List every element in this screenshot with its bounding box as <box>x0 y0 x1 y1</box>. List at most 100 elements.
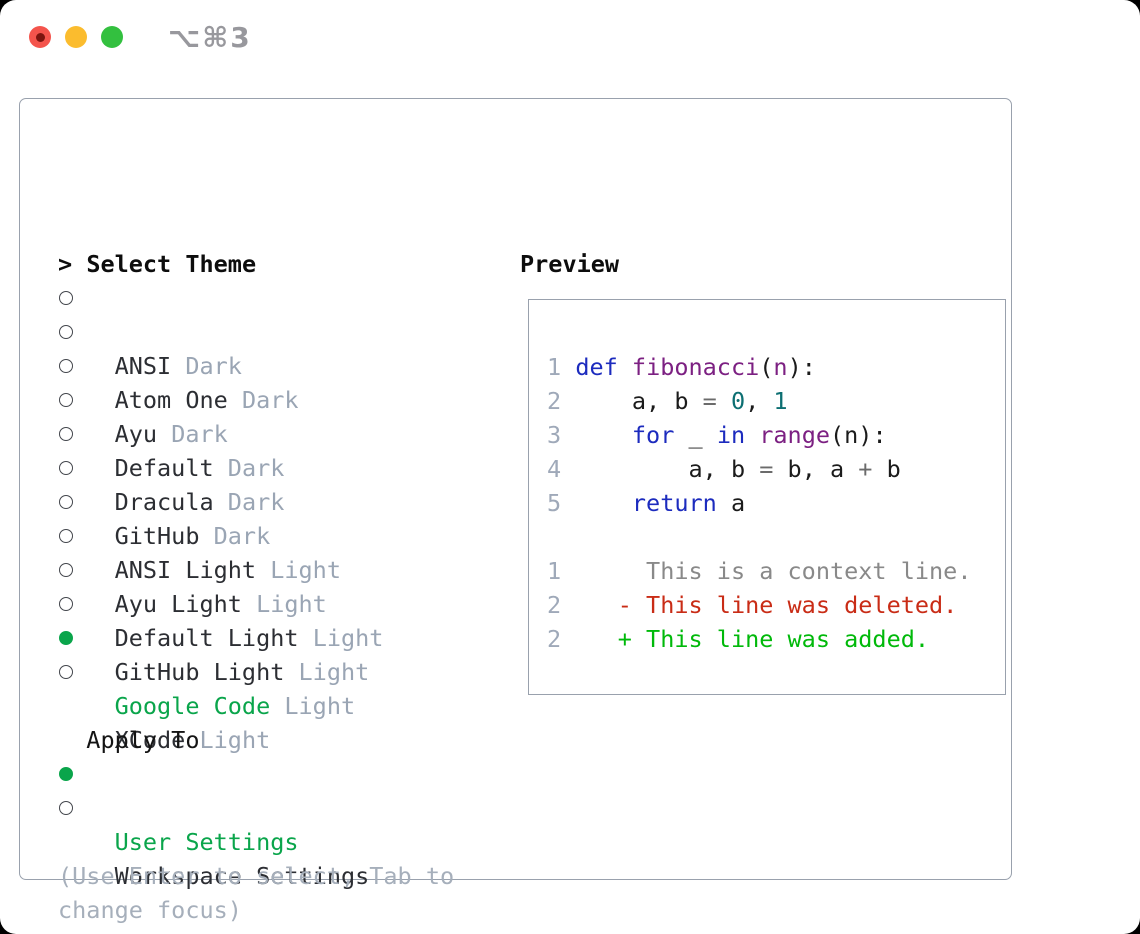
theme-variant-badge: Light <box>312 624 384 652</box>
radio-icon <box>59 766 73 781</box>
theme-option[interactable]: Google Code Light <box>58 621 508 720</box>
radio-icon <box>59 562 73 577</box>
theme-variant-badge: Dark <box>227 488 285 516</box>
theme-picker-header: > Select Theme <box>58 247 508 281</box>
theme-option-label: Default <box>114 454 214 482</box>
line-number: 3 <box>547 421 562 449</box>
theme-option[interactable]: GitHub Light Light <box>58 587 508 686</box>
radio-icon <box>59 426 73 441</box>
code-token-pl <box>618 353 632 381</box>
apply-to-title: Apply To <box>86 726 200 754</box>
theme-variant-badge: Light <box>270 556 341 584</box>
apply-option[interactable]: Workspace Settings <box>58 791 508 890</box>
theme-list: ANSI Dark Atom One Dark Ayu Dark Default… <box>58 281 508 754</box>
minimize-button-icon[interactable] <box>65 26 87 48</box>
theme-variant-badge: Light <box>256 590 327 618</box>
theme-variant-badge: Dark <box>185 352 242 380</box>
theme-picker-title: Select Theme <box>86 250 257 278</box>
code-token-op: = <box>759 455 774 483</box>
code-line: 2 + This line was added. <box>547 622 1005 656</box>
code-token-del: - This line was deleted. <box>575 591 958 619</box>
code-token-pl: a, b <box>575 387 703 415</box>
theme-option-label: Ayu Light <box>114 590 242 618</box>
code-line: 5 return a <box>547 486 1005 520</box>
theme-option[interactable]: Ayu Light Light <box>58 519 508 618</box>
line-number: 5 <box>547 489 562 517</box>
code-token-pl <box>575 489 632 517</box>
theme-picker-panel: > Select Theme ANSI Dark Atom One Dark A… <box>19 98 1012 924</box>
code-token-kw: def <box>575 353 618 381</box>
theme-option-label: Dracula <box>114 488 214 516</box>
code-token-pl: ( <box>759 353 774 381</box>
theme-variant-badge: Dark <box>171 420 228 448</box>
theme-option-label: Default Light <box>114 624 299 652</box>
code-token-kw: return <box>631 489 717 517</box>
apply-to-header: Apply To <box>58 723 508 757</box>
theme-variant-badge: Dark <box>241 386 299 414</box>
hint-text-line1: (Use Enter to select, Tab to <box>58 862 455 890</box>
code-token-pl <box>575 421 632 449</box>
radio-icon <box>59 290 73 305</box>
theme-option[interactable]: Default Dark <box>58 383 508 482</box>
theme-variant-badge: Light <box>284 692 356 720</box>
code-line: 4 a, b = b, a + b <box>547 452 1005 486</box>
theme-option[interactable]: Dracula Dark <box>58 417 508 516</box>
code-line: 2 - This line was deleted. <box>547 588 1005 622</box>
apply-option[interactable]: User Settings <box>58 757 508 856</box>
code-token-fn: fibonacci <box>631 353 760 381</box>
code-token-pl <box>717 387 731 415</box>
line-number: 2 <box>547 387 562 415</box>
theme-variant-badge: Light <box>199 726 271 754</box>
apply-option-label: Workspace Settings <box>114 862 370 890</box>
window-title: ⌥⌘3 <box>168 20 252 54</box>
theme-variant-badge: Light <box>298 658 370 686</box>
code-token-pl: b, a <box>773 455 859 483</box>
theme-option[interactable]: GitHub Dark <box>58 451 508 550</box>
radio-icon <box>59 664 73 679</box>
code-line: 2 a, b = 0, 1 <box>547 384 1005 418</box>
code-token-fn: range <box>759 421 831 449</box>
theme-picker: > Select Theme ANSI Dark Atom One Dark A… <box>58 247 508 927</box>
code-token-kw: for <box>631 421 675 449</box>
radio-icon <box>59 800 73 815</box>
code-token-kw: in <box>716 421 746 449</box>
code-token-op: = <box>702 387 717 415</box>
theme-option[interactable]: Atom One Dark <box>58 315 508 414</box>
code-token-add: + This line was added. <box>575 625 930 653</box>
line-number: 1 <box>547 557 562 585</box>
theme-option[interactable]: ANSI Dark <box>58 281 508 380</box>
code-token-pl: a <box>716 489 746 517</box>
zoom-button-icon[interactable] <box>101 26 123 48</box>
theme-option-label: Google Code <box>114 692 271 720</box>
code-token-pl: ): <box>787 353 816 381</box>
radio-icon <box>59 630 73 645</box>
theme-option[interactable]: Default Light Light <box>58 553 508 652</box>
theme-variant-badge: Dark <box>227 454 285 482</box>
radio-icon <box>59 494 73 509</box>
code-line: 1 This is a context line. <box>547 554 1005 588</box>
theme-option[interactable]: Ayu Dark <box>58 349 508 448</box>
code-token-pl: a, b <box>575 455 760 483</box>
theme-option[interactable]: ANSI Light Light <box>58 485 508 584</box>
radio-icon <box>59 392 73 407</box>
theme-option-label: GitHub <box>114 522 200 550</box>
code-token-op: + <box>858 455 873 483</box>
apply-option-label: User Settings <box>114 828 299 856</box>
preview-title: Preview <box>520 250 620 278</box>
code-token-pl: (n): <box>830 421 887 449</box>
line-number: 1 <box>547 353 562 381</box>
code-token-pl: _ <box>674 421 717 449</box>
line-number: 2 <box>547 591 562 619</box>
theme-option[interactable]: XCode Light <box>58 655 508 754</box>
theme-option-label: ANSI <box>114 352 172 380</box>
radio-icon <box>59 460 73 475</box>
code-token-lit: 1 <box>773 387 788 415</box>
theme-option-label: Ayu <box>114 420 158 448</box>
code-line: 3 for _ in range(n): <box>547 418 1005 452</box>
line-number: 2 <box>547 625 562 653</box>
close-button-icon[interactable] <box>29 26 51 48</box>
line-number: 4 <box>547 455 562 483</box>
